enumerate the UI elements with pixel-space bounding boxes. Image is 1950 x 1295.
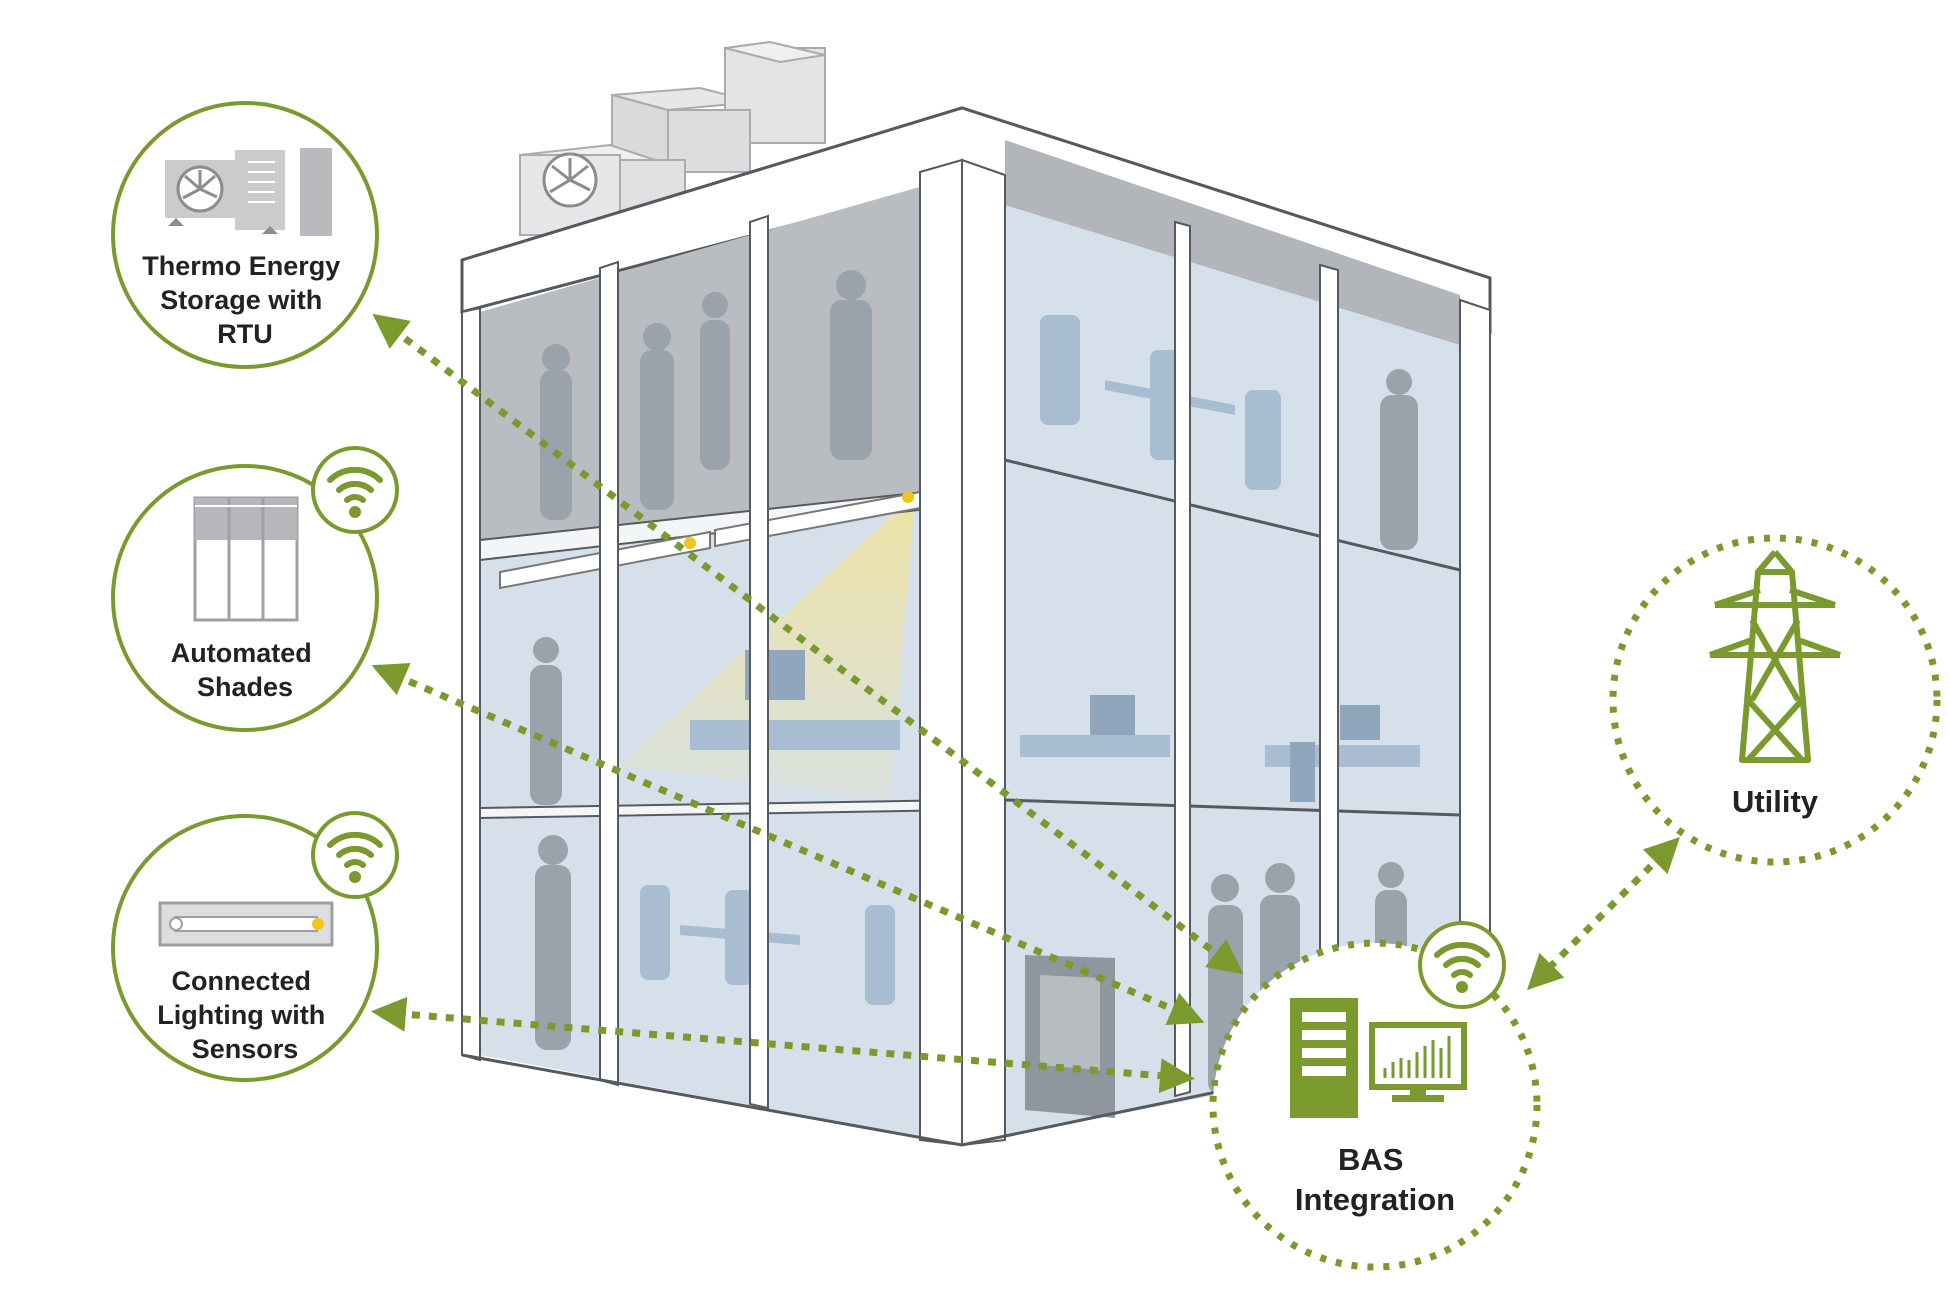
- automated-shades-node: Automated Shades: [111, 446, 399, 732]
- lighting-label-line-1: Connected: [171, 966, 311, 996]
- shades-label-line-2: Shades: [197, 672, 293, 702]
- connection-lines: [371, 313, 1680, 1094]
- svg-text:Connected Lighting with: Connected Lighting with Sensors: [157, 966, 332, 1064]
- shades-label-line-1: Automated: [171, 638, 312, 668]
- wifi-icon: [1418, 921, 1506, 1009]
- computer-dashboard-icon: [1290, 998, 1467, 1118]
- shades-bas-link: [371, 662, 1205, 1026]
- thermo-label-line-1: Thermo Energy: [142, 251, 340, 281]
- connected-lighting-node: Connected Lighting with Sensors: [111, 811, 399, 1082]
- svg-text:Utility: Utility: [1732, 784, 1819, 819]
- bas-integration-node: BAS Integration: [1209, 921, 1541, 1271]
- wifi-icon: [311, 811, 399, 899]
- svg-text:Thermo Energy Storage wi: Thermo Energy Storage with RTU: [142, 251, 348, 349]
- utility-bas-link: [1527, 837, 1680, 990]
- svg-text:BAS Integration: BAS Integration: [1295, 1142, 1455, 1217]
- utility-node: Utility: [1609, 534, 1941, 866]
- utility-label: Utility: [1732, 784, 1819, 819]
- lighting-label-line-3: Sensors: [192, 1034, 299, 1064]
- wifi-icon: [311, 446, 399, 534]
- thermo-label-line-2: Storage with: [160, 285, 322, 315]
- svg-text:Automated Shades: Automated Shades: [171, 638, 320, 702]
- window-shades-icon: [193, 496, 299, 622]
- thermo-label-line-3: RTU: [217, 319, 273, 349]
- lighting-label-line-2: Lighting with: [157, 1000, 325, 1030]
- transmission-tower-icon: [1708, 550, 1842, 763]
- rooftop-unit-icon: [165, 148, 332, 236]
- bas-label-line-2: Integration: [1295, 1182, 1455, 1217]
- bas-label-line-1: BAS: [1338, 1142, 1403, 1177]
- light-fixture-icon: [158, 901, 334, 947]
- thermo-energy-storage-node: Thermo Energy Storage with RTU: [111, 101, 379, 369]
